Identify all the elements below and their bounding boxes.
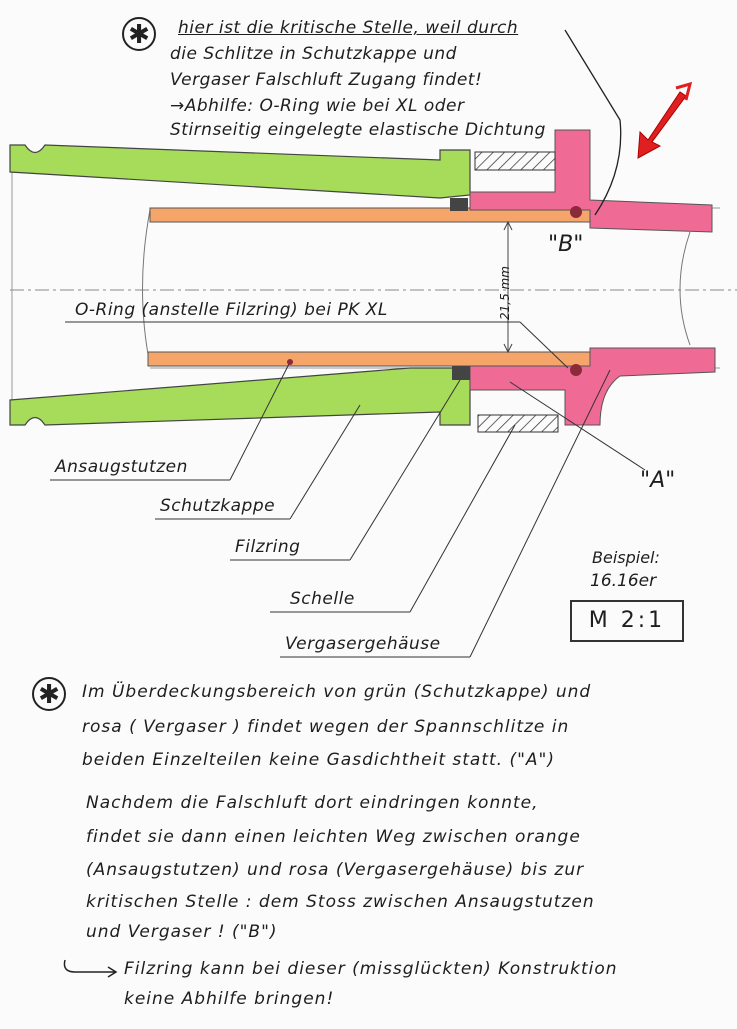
- top-note-line-4: →Abhilfe: O-Ring wie bei XL oder: [170, 96, 465, 116]
- label-schelle: Schelle: [290, 589, 355, 609]
- label-point-b: "B": [548, 232, 584, 257]
- bottom-note-p2-line-3: (Ansaugstutzen) und rosa (Vergasergehäus…: [86, 860, 585, 880]
- top-note-line-3: Vergaser Falschluft Zugang findet!: [170, 70, 483, 90]
- tube-break-left: [142, 209, 151, 366]
- ansaugstutzen-bottom: [147, 351, 591, 367]
- point-b-marker: [570, 206, 582, 218]
- filzring-bottom: [452, 366, 470, 380]
- bottom-note-p2-line-4: kritischen Stelle : dem Stoss zwischen A…: [86, 892, 595, 912]
- schutzkappe-bottom: [9, 367, 471, 426]
- scale-box: M 2:1: [570, 600, 684, 642]
- label-point-a: "A": [640, 468, 676, 493]
- bottom-note-p1-line-2: rosa ( Vergaser ) findet wegen der Spann…: [82, 717, 570, 737]
- top-note-line-5: Stirnseitig eingelegte elastische Dichtu…: [170, 120, 546, 140]
- bottom-note-p2-line-1: Nachdem die Falschluft dort eindringen k…: [86, 793, 539, 813]
- bottom-note-p1-line-3: beiden Einzelteilen keine Gasdichtheit s…: [82, 750, 556, 770]
- point-a-leader: [509, 381, 646, 471]
- bottom-note-p2-line-5: und Vergaser ! ("B"): [86, 922, 278, 942]
- schelle-leader: [409, 424, 516, 613]
- top-note-line-1: hier ist die kritische Stelle, weil durc…: [178, 18, 519, 38]
- label-ansaugstutzen: Ansaugstutzen: [55, 457, 188, 477]
- asterisk-icon: ✱: [122, 17, 156, 51]
- asterisk-icon-bottom: ✱: [32, 677, 66, 711]
- conclusion-arrow-icon: [63, 959, 118, 978]
- note-leader-line: [564, 29, 622, 216]
- ansaugstutzen-dot: [287, 359, 293, 365]
- schutzkappe-top: [9, 144, 471, 199]
- schutzkappe-leader: [289, 404, 361, 520]
- ansaugstutzen-leader: [229, 361, 291, 481]
- label-filzring: Filzring: [235, 537, 301, 557]
- vergaser-bottom: [469, 347, 716, 426]
- bottom-note-p1-line-1: Im Überdeckungsbereich von grün (Schutzk…: [82, 682, 592, 702]
- o-ring-note: O-Ring (anstelle Filzring) bei PK XL: [75, 300, 388, 320]
- conclusion-line-2: keine Abhilfe bringen!: [124, 989, 335, 1009]
- top-note-line-2: die Schlitze in Schutzkappe und: [170, 44, 457, 64]
- red-arrow-icon: [637, 91, 687, 159]
- dimension-label: 21,5 mm: [498, 266, 512, 320]
- dimension-arrows: [503, 220, 513, 354]
- arrow-fletching-icon: [675, 81, 693, 101]
- point-a-marker: [570, 364, 582, 376]
- tube-break-right: [679, 231, 691, 346]
- vergaser-top: [469, 129, 713, 233]
- example-label: Beispiel:: [592, 548, 660, 567]
- schelle-top: [474, 151, 556, 171]
- filzring-top: [450, 198, 468, 211]
- conclusion-line-1: Filzring kann bei dieser (missglückten) …: [124, 959, 618, 979]
- filzring-leader: [349, 379, 461, 561]
- label-schutzkappe: Schutzkappe: [160, 496, 276, 516]
- label-vergasergehaeuse: Vergasergehäuse: [285, 634, 441, 654]
- o-ring-leader: [519, 321, 569, 369]
- bottom-note-p2-line-2: findet sie dann einen leichten Weg zwisc…: [86, 827, 581, 847]
- schelle-bottom: [477, 414, 559, 433]
- vergaser-leader: [469, 369, 611, 658]
- example-model: 16.16er: [590, 571, 657, 591]
